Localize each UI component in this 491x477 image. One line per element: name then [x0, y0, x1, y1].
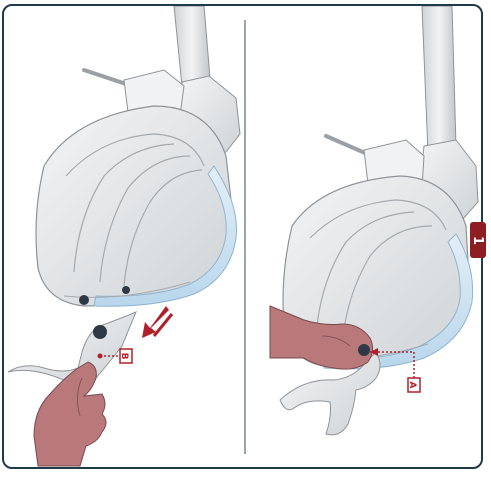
- callout-a-label: A: [407, 382, 417, 389]
- illustration-frame: B A: [2, 4, 483, 469]
- callout-b-label: B: [119, 353, 129, 360]
- illustration-canvas: B A: [4, 6, 483, 469]
- left-panel-drawing: [8, 6, 240, 466]
- section-tab: 1: [470, 222, 486, 258]
- section-tab-label: 1: [470, 235, 485, 244]
- right-panel-drawing: [270, 6, 478, 435]
